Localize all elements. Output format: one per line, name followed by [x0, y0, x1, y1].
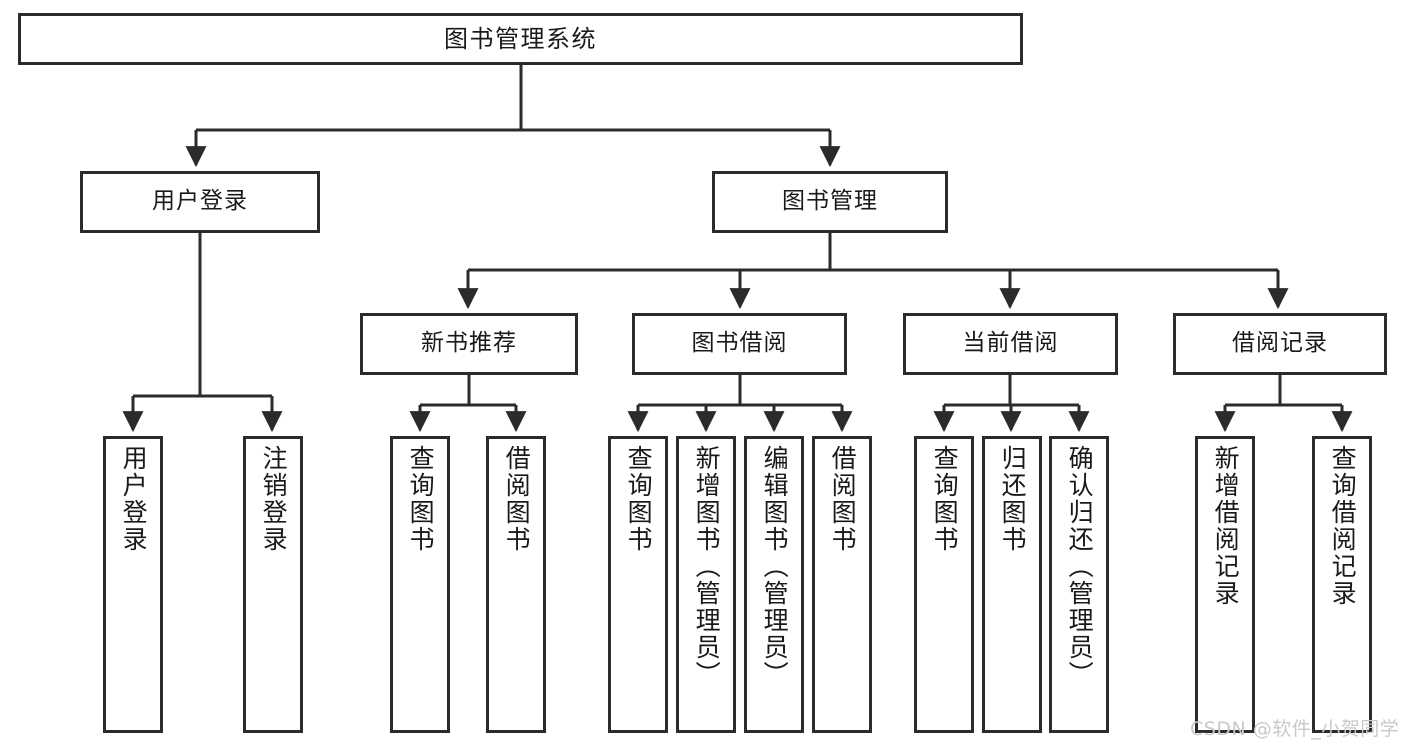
node-leaf-bb-add-book[interactable]: 新增图书（管理员） — [676, 436, 736, 733]
node-leaf-cb-return-book-label: 归还图书 — [998, 445, 1028, 553]
csdn-watermark: CSDN @软件_小贺同学 — [1190, 718, 1400, 740]
node-leaf-nb-borrow-book[interactable]: 借阅图书 — [486, 436, 546, 733]
node-leaf-bb-query-book-label: 查询图书 — [624, 445, 654, 553]
node-new-book-recommend-label: 新书推荐 — [421, 330, 517, 357]
node-leaf-nb-borrow-book-label: 借阅图书 — [502, 445, 532, 553]
node-leaf-bb-add-book-label: 新增图书（管理员） — [692, 445, 722, 688]
node-leaf-nb-query-book-label: 查询图书 — [406, 445, 436, 553]
node-book-manage[interactable]: 图书管理 — [712, 171, 948, 233]
node-leaf-logout-label: 注销登录 — [259, 445, 289, 553]
node-leaf-bb-edit-book-label: 编辑图书（管理员） — [760, 445, 790, 688]
node-book-borrow[interactable]: 图书借阅 — [632, 313, 847, 375]
node-user-login[interactable]: 用户登录 — [80, 171, 320, 233]
node-leaf-cb-return-book[interactable]: 归还图书 — [982, 436, 1042, 733]
node-new-book-recommend[interactable]: 新书推荐 — [360, 313, 578, 375]
node-book-manage-label: 图书管理 — [782, 188, 878, 215]
node-leaf-logout[interactable]: 注销登录 — [243, 436, 303, 733]
node-leaf-br-add-record[interactable]: 新增借阅记录 — [1195, 436, 1255, 733]
node-leaf-br-query-record-label: 查询借阅记录 — [1328, 445, 1358, 607]
node-current-borrow-label: 当前借阅 — [962, 330, 1059, 357]
node-leaf-cb-confirm-return-label: 确认归还（管理员） — [1065, 445, 1095, 688]
node-leaf-cb-query-book[interactable]: 查询图书 — [914, 436, 974, 733]
node-leaf-cb-confirm-return[interactable]: 确认归还（管理员） — [1049, 436, 1109, 733]
node-leaf-bb-borrow-book[interactable]: 借阅图书 — [812, 436, 872, 733]
node-current-borrow[interactable]: 当前借阅 — [903, 313, 1118, 375]
node-leaf-bb-borrow-book-label: 借阅图书 — [828, 445, 858, 553]
node-root-system[interactable]: 图书管理系统 — [18, 13, 1023, 65]
node-book-borrow-label: 图书借阅 — [691, 330, 788, 357]
node-leaf-br-add-record-label: 新增借阅记录 — [1211, 445, 1241, 607]
node-leaf-cb-query-book-label: 查询图书 — [930, 445, 960, 553]
node-user-login-label: 用户登录 — [152, 188, 248, 215]
node-leaf-bb-edit-book[interactable]: 编辑图书（管理员） — [744, 436, 804, 733]
node-leaf-user-login[interactable]: 用户登录 — [103, 436, 163, 733]
node-root-system-label: 图书管理系统 — [444, 24, 597, 53]
node-borrow-record[interactable]: 借阅记录 — [1173, 313, 1387, 375]
node-leaf-nb-query-book[interactable]: 查询图书 — [390, 436, 450, 733]
node-borrow-record-label: 借阅记录 — [1232, 330, 1328, 357]
node-leaf-bb-query-book[interactable]: 查询图书 — [608, 436, 668, 733]
node-leaf-br-query-record[interactable]: 查询借阅记录 — [1312, 436, 1372, 733]
node-leaf-user-login-label: 用户登录 — [119, 445, 149, 553]
